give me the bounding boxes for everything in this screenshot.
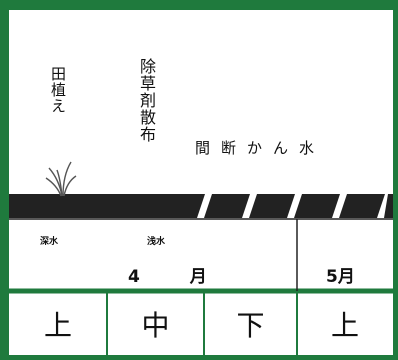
period-mid-april: 中: [141, 309, 170, 342]
period-late-april: 下: [236, 309, 265, 342]
label-taue: 田植え: [49, 66, 67, 114]
month-may: 5月: [326, 267, 355, 287]
period-early-april: 上: [43, 309, 72, 342]
label-intermittent-irrigation: 間断かん水: [195, 139, 326, 157]
label-deep-water: 深水: [40, 237, 59, 247]
period-early-may: 上: [330, 309, 359, 342]
intermittent-water-band: [161, 194, 393, 218]
rice-seedling-icon: [45, 161, 77, 197]
deep-water-band: [9, 194, 169, 218]
label-herbicide: 除草剤散布: [137, 58, 156, 143]
month-april: 4 月: [128, 267, 229, 287]
label-shallow-water: 浅水: [147, 237, 166, 247]
